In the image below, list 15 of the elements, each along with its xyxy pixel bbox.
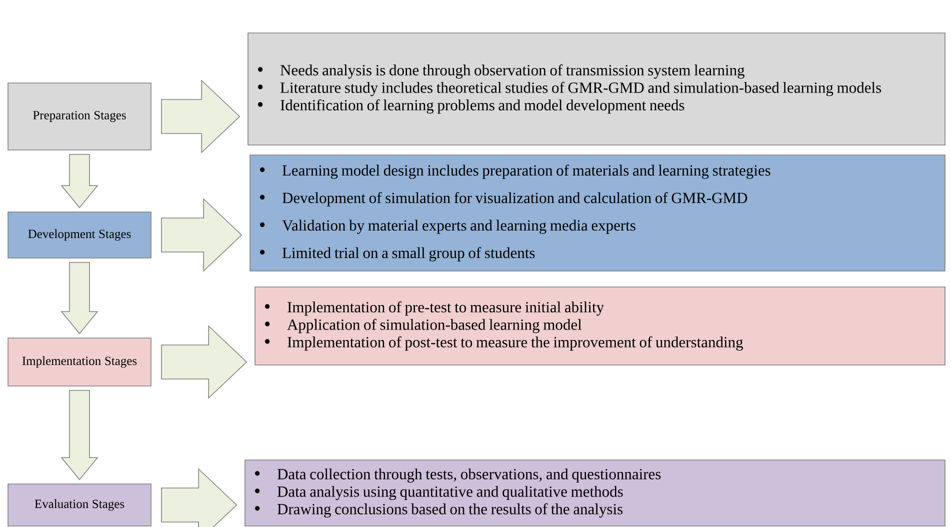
arrow [161,198,242,272]
arrow [60,262,98,334]
stage-box: Implementation Stages [8,338,152,386]
bullet-list-box: Data collection through tests, observations, and questionnaires Data analysis using quantitative and qualitative methods Drawing conclusions based on the results of the analysis [244,460,946,526]
arrow [161,468,238,527]
bullet-list-box: Learning model design includes preparation of materials and learning strategies Development of simulation for visualization and calculation of GMR-GMD Validation by material experts and learning media experts Limited trial on a small group of students [250,154,946,272]
stage-box: Development Stages [8,212,152,258]
stage-box: Evaluation Stages [8,484,152,526]
arrow [60,390,98,480]
stage-box: Preparation Stages [8,82,152,150]
arrow [161,325,248,399]
arrow [161,80,240,154]
bullet-list-box: Implementation of pre-test to measure initial ability Application of simulation-based learning model Implementation of post-test to measure the improvement of understanding [254,286,946,366]
bullet-list-box: Needs analysis is done through observation of transmission system learning Literature study includes theoretical studies of GMR-GMD and simulation-based learning models Identification of learning problems and model development needs [248,32,946,146]
arrow [60,154,98,208]
